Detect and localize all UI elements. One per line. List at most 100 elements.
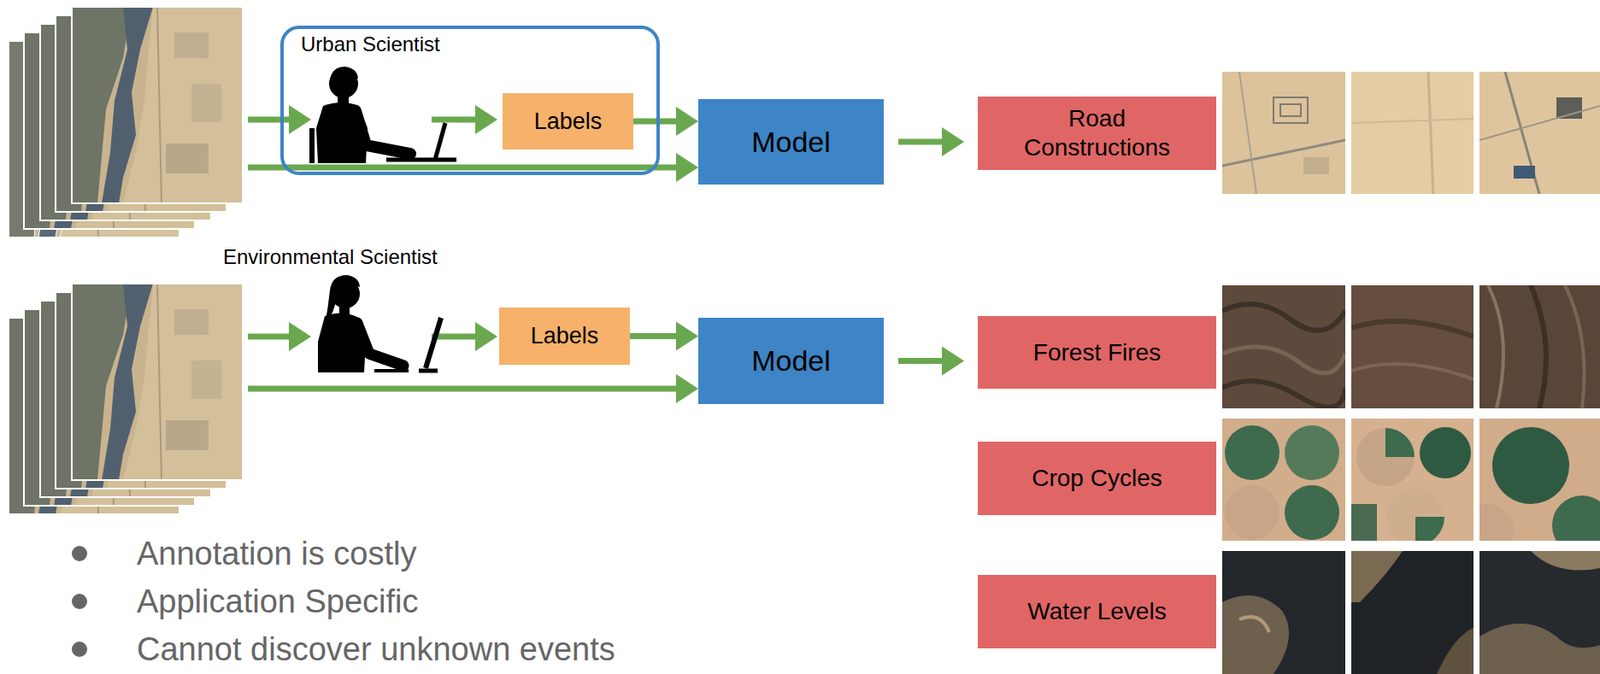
box-label: Forest Fires bbox=[1033, 338, 1161, 368]
illustration-part bbox=[1222, 285, 1346, 409]
illustration-part bbox=[309, 128, 315, 164]
illustration-part bbox=[1488, 285, 1504, 409]
illustration-part bbox=[374, 369, 409, 373]
illustration-part bbox=[1351, 551, 1403, 603]
process-box: Model bbox=[698, 317, 884, 405]
illustration-part bbox=[355, 111, 411, 154]
illustration-part bbox=[418, 369, 438, 374]
illustration-part bbox=[71, 6, 243, 204]
illustration-part bbox=[288, 105, 312, 135]
group-title: Urban Scientist bbox=[300, 32, 441, 58]
illustration-part bbox=[1222, 595, 1289, 674]
illustration-part bbox=[1436, 628, 1474, 674]
illustration-part bbox=[1351, 71, 1474, 195]
illustration-part bbox=[1273, 97, 1308, 124]
illustration-part bbox=[1479, 71, 1600, 195]
illustration-part bbox=[1356, 428, 1415, 487]
illustration-part bbox=[1284, 485, 1340, 541]
person-silhouette bbox=[317, 275, 442, 373]
illustration-part bbox=[1222, 347, 1346, 374]
illustration-part bbox=[71, 546, 88, 562]
illustration-part bbox=[1530, 285, 1547, 409]
illustration-part bbox=[1462, 418, 1600, 556]
bullet-text: Annotation is costly bbox=[136, 536, 417, 573]
illustration-part bbox=[71, 641, 88, 658]
process-box: Model bbox=[698, 99, 884, 185]
illustration-part bbox=[1239, 617, 1270, 633]
illustration-part bbox=[1462, 504, 1514, 556]
illustration-part bbox=[435, 123, 446, 160]
illustration-part bbox=[1222, 381, 1346, 408]
box-label: Labels bbox=[534, 107, 603, 136]
illustration-part bbox=[475, 322, 498, 352]
illustration-part bbox=[1351, 551, 1474, 674]
process-box: Water Levels bbox=[977, 575, 1217, 649]
thumbnail-row bbox=[1222, 285, 1600, 409]
illustration-part bbox=[71, 6, 243, 204]
illustration-part bbox=[1385, 428, 1415, 458]
arrow-line bbox=[898, 358, 944, 365]
process-box: Road Constructions bbox=[977, 96, 1217, 171]
thumbnail-row bbox=[1222, 551, 1600, 674]
illustration-part bbox=[71, 283, 243, 481]
illustration-part bbox=[1222, 551, 1346, 674]
box-label: Model bbox=[751, 124, 831, 160]
illustration-part bbox=[1564, 285, 1585, 409]
box-label: Model bbox=[751, 343, 831, 379]
illustration-part bbox=[1224, 425, 1280, 481]
illustration-part bbox=[1222, 285, 1346, 409]
illustration-part bbox=[1351, 364, 1474, 380]
illustration-part bbox=[1479, 285, 1600, 409]
illustration-part bbox=[1351, 285, 1474, 409]
flow-arrow bbox=[898, 347, 965, 377]
illustration-part bbox=[1492, 427, 1570, 505]
illustration-part bbox=[247, 117, 291, 124]
illustration-part bbox=[1415, 517, 1445, 547]
illustration-part bbox=[247, 386, 678, 393]
illustration-part bbox=[1351, 118, 1474, 124]
bullet-text: Cannot discover unknown events bbox=[136, 632, 616, 669]
bullet-dot bbox=[71, 546, 88, 658]
illustration-part bbox=[676, 152, 699, 183]
illustration-part bbox=[425, 317, 442, 369]
illustration-part bbox=[1479, 285, 1600, 409]
illustration-part bbox=[1280, 104, 1301, 117]
illustration-part bbox=[1351, 71, 1474, 195]
illustration-part bbox=[1351, 285, 1474, 409]
thumbnail-row bbox=[1222, 71, 1600, 195]
illustration-part bbox=[247, 164, 678, 171]
illustration-part bbox=[1479, 105, 1600, 141]
illustration-part bbox=[1222, 418, 1346, 542]
arrow-head bbox=[676, 106, 699, 136]
illustration-part bbox=[1222, 418, 1346, 542]
illustration-part bbox=[71, 594, 88, 610]
illustration-part bbox=[1479, 551, 1600, 674]
thumbnail-row bbox=[1222, 418, 1600, 556]
illustration-part bbox=[357, 323, 404, 366]
flow-arrow bbox=[633, 106, 699, 136]
process-box: Labels bbox=[502, 93, 634, 150]
role-label: Environmental Scientist bbox=[223, 246, 438, 269]
illustration-part bbox=[1222, 551, 1346, 674]
illustration-part bbox=[1419, 427, 1471, 479]
illustration-part bbox=[1222, 71, 1346, 195]
illustration-part bbox=[1505, 71, 1540, 195]
arrow-head bbox=[941, 347, 965, 377]
illustration-part bbox=[1224, 485, 1280, 541]
box-label: Road Constructions bbox=[1005, 104, 1189, 162]
satellite-stack bbox=[8, 283, 243, 515]
illustration-part bbox=[1351, 551, 1474, 674]
illustration-part bbox=[71, 283, 243, 481]
arrow-line bbox=[629, 333, 678, 340]
illustration-part bbox=[1351, 504, 1377, 542]
arrow-head bbox=[941, 127, 965, 157]
illustration-part bbox=[1239, 71, 1257, 195]
illustration-part bbox=[1479, 71, 1600, 195]
illustration-part bbox=[1351, 321, 1474, 337]
illustration-part bbox=[1386, 488, 1445, 547]
box-label: Labels bbox=[530, 322, 600, 350]
illustration-part bbox=[431, 117, 477, 124]
process-box: Forest Fires bbox=[977, 316, 1217, 389]
illustration-part bbox=[1513, 165, 1536, 179]
